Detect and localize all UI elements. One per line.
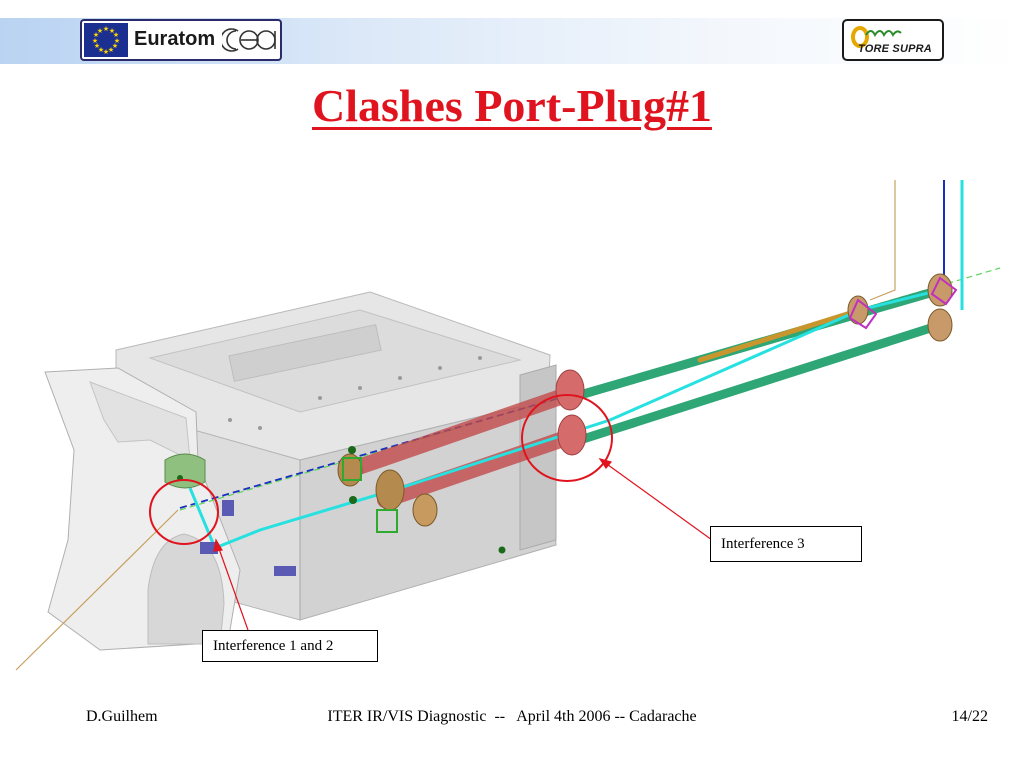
beam-line-cyan xyxy=(188,288,941,550)
interference-1-2-callout: Interference 1 and 2 xyxy=(202,630,378,662)
callout-leaders xyxy=(213,457,713,631)
svg-text:★: ★ xyxy=(97,27,103,35)
interference-3-callout: Interference 3 xyxy=(710,526,862,562)
svg-text:★: ★ xyxy=(109,27,115,35)
svg-text:★: ★ xyxy=(112,42,118,50)
svg-text:★: ★ xyxy=(98,46,104,54)
cea-logo-icon xyxy=(222,28,276,52)
interference-highlights xyxy=(149,394,613,545)
tore-supra-logo: TORE SUPRA xyxy=(842,19,944,61)
eu-flag-icon: ★★★ ★★★ ★★★ ★★★ xyxy=(84,23,128,57)
port-plug-cad-view xyxy=(15,180,1001,671)
svg-text:★: ★ xyxy=(92,37,98,45)
page-title: Clashes Port-Plug#1 xyxy=(312,80,712,131)
interference-3-circle xyxy=(521,394,613,482)
footer-event: ITER IR/VIS Diagnostic -- April 4th 2006… xyxy=(327,708,697,725)
tore-supra-logo-icon xyxy=(851,26,902,48)
beam-bundle-green xyxy=(575,285,945,445)
footer-author: D.Guilhem xyxy=(86,708,158,725)
svg-text:★: ★ xyxy=(108,46,114,54)
svg-text:★: ★ xyxy=(93,31,99,39)
footer-page-number: 14/22 xyxy=(951,708,988,725)
euratom-logo-text: Euratom xyxy=(134,28,216,50)
svg-text:★: ★ xyxy=(94,42,100,50)
tore-supra-logo-text: TORE SUPRA xyxy=(858,43,932,55)
svg-text:★: ★ xyxy=(114,37,120,45)
svg-text:★: ★ xyxy=(113,31,119,39)
svg-text:★: ★ xyxy=(103,48,109,56)
optical-components xyxy=(164,273,958,576)
euratom-logo: ★★★ ★★★ ★★★ ★★★ Euratom xyxy=(80,19,282,61)
interference-1-2-circle xyxy=(149,479,219,545)
svg-text:★: ★ xyxy=(103,25,109,33)
